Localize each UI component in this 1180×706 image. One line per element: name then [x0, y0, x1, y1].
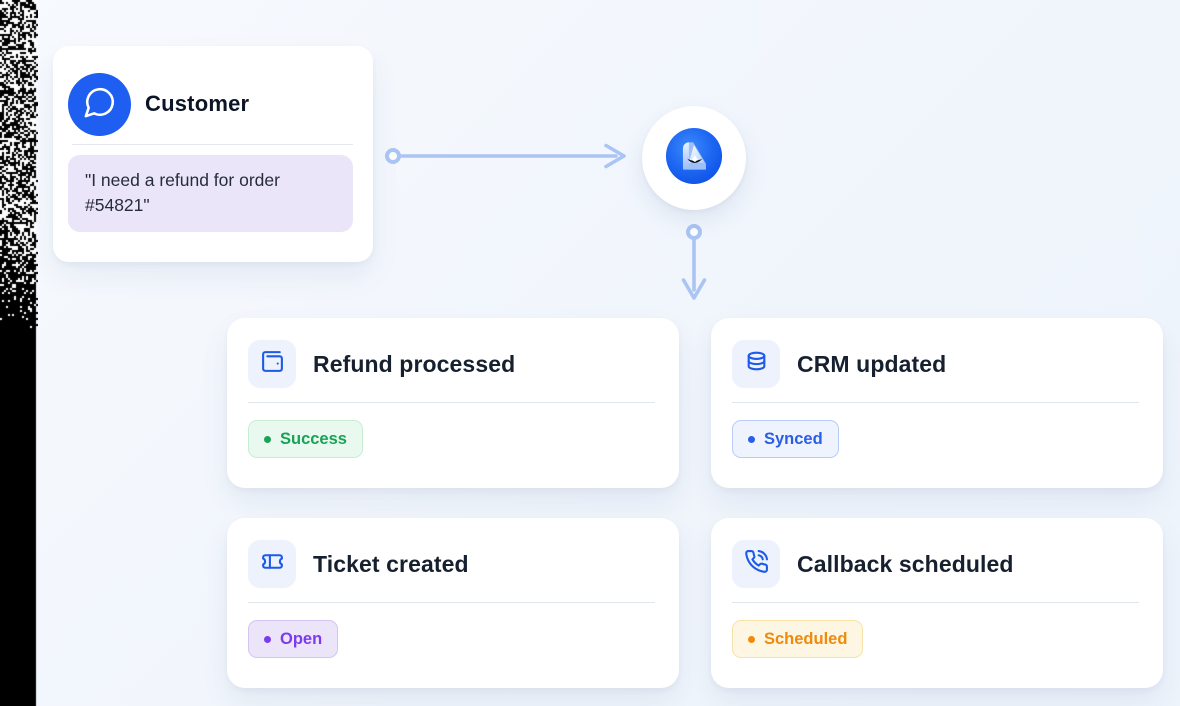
- card-header: CRM updated: [732, 340, 1139, 388]
- action-card-refund: Refund processed Success: [227, 318, 679, 488]
- wallet-icon: [260, 349, 285, 379]
- status-label: Scheduled: [764, 629, 848, 648]
- card-title: Refund processed: [313, 350, 516, 377]
- status-badge: Synced: [732, 420, 839, 458]
- divider: [732, 402, 1139, 403]
- icon-tile: [732, 340, 780, 388]
- noise-artifact: [0, 0, 38, 706]
- agent-hub: [642, 106, 746, 210]
- status-badge: Open: [248, 620, 339, 658]
- icon-tile: [248, 340, 296, 388]
- divider: [248, 602, 655, 603]
- status-dot-icon: [264, 435, 271, 443]
- divider: [72, 144, 353, 145]
- card-header: Callback scheduled: [732, 540, 1139, 588]
- action-card-callback: Callback scheduled Scheduled: [711, 518, 1163, 688]
- status-dot-icon: [748, 435, 755, 443]
- connector-arrow-right: [385, 143, 626, 169]
- card-title: Callback scheduled: [797, 550, 1014, 577]
- status-dot-icon: [748, 635, 755, 643]
- divider: [732, 602, 1139, 603]
- ticket-icon: [260, 549, 285, 579]
- card-title: CRM updated: [797, 350, 947, 377]
- customer-card-header: Customer: [68, 72, 353, 136]
- status-badge: Success: [248, 420, 363, 458]
- icon-tile: [248, 540, 296, 588]
- status-badge: Scheduled: [732, 620, 864, 658]
- agent-logo: [660, 122, 728, 195]
- customer-card: Customer "I need a refund for order #548…: [53, 46, 373, 262]
- customer-quote: "I need a refund for order #54821": [68, 155, 353, 232]
- chat-bubble-icon: [83, 85, 117, 124]
- status-dot-icon: [264, 635, 271, 643]
- card-header: Refund processed: [248, 340, 655, 388]
- icon-tile: [732, 540, 780, 588]
- card-title: Ticket created: [313, 550, 469, 577]
- connector-arrow-down: [681, 224, 707, 300]
- customer-title: Customer: [145, 91, 250, 116]
- database-icon: [744, 349, 769, 379]
- action-card-ticket: Ticket created Open: [227, 518, 679, 688]
- card-header: Ticket created: [248, 540, 655, 588]
- avatar: [68, 72, 131, 136]
- divider: [248, 402, 655, 403]
- status-label: Success: [280, 429, 347, 448]
- status-label: Open: [280, 629, 323, 648]
- status-label: Synced: [764, 429, 823, 448]
- phone-call-icon: [744, 549, 769, 579]
- action-card-crm: CRM updated Synced: [711, 318, 1163, 488]
